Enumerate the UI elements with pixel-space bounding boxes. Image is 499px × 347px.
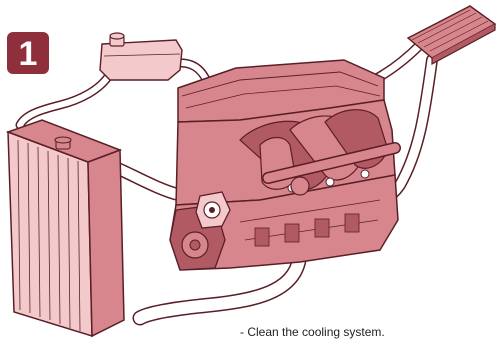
heater-core-icon (406, 5, 497, 66)
step-badge: 1 (7, 32, 49, 74)
engine-block-icon (169, 59, 401, 271)
hose-tank-radiator (15, 69, 115, 130)
radiator-icon (5, 119, 125, 338)
instruction-caption: - Clean the cooling system. (240, 325, 385, 339)
step-number: 1 (18, 34, 38, 73)
water-pump-icon (195, 191, 231, 229)
expansion-tank-icon (99, 32, 183, 81)
